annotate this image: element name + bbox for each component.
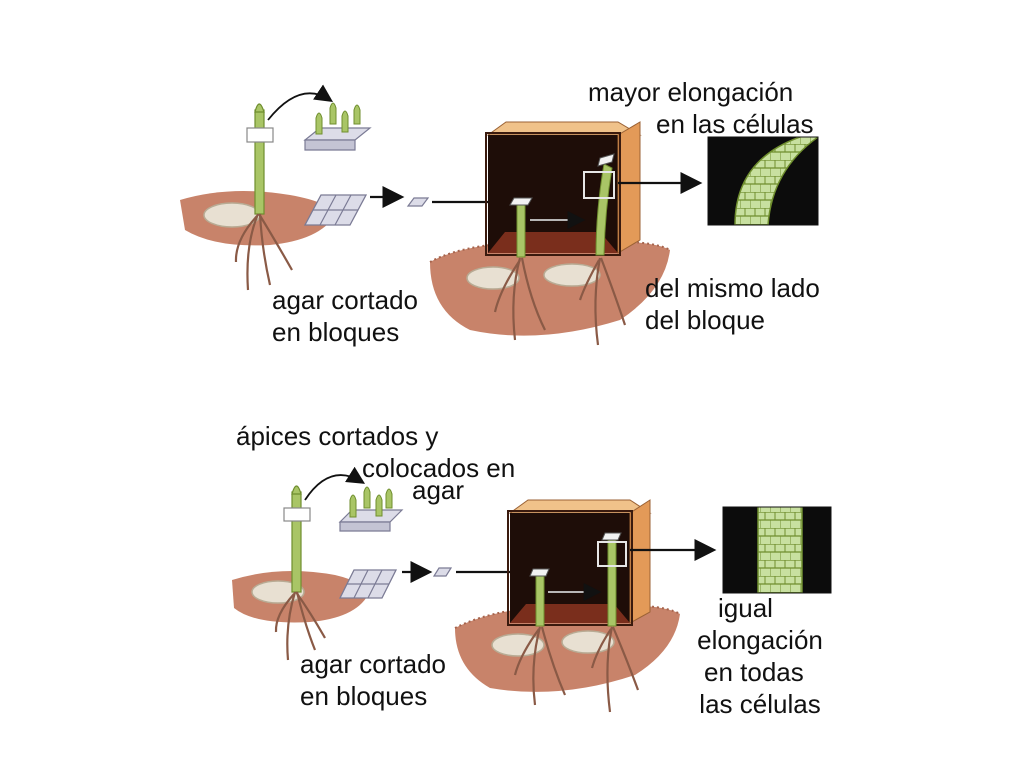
label-line: en las células — [656, 109, 814, 139]
zoom-box — [597, 541, 627, 567]
seedling-bent — [595, 163, 613, 256]
label-same-side: del mismo lado del bloque — [645, 272, 820, 336]
cut-marker — [246, 127, 274, 143]
label-line: mayor elongación — [588, 77, 794, 107]
label-line: en todas — [704, 657, 804, 687]
roots — [234, 213, 293, 291]
label-line: del bloque — [645, 305, 765, 335]
box-soil — [430, 241, 670, 336]
seedling-straight — [516, 204, 526, 258]
label-line: elongación — [697, 625, 823, 655]
coleoptile-tip — [254, 103, 265, 113]
top-source-seedling — [180, 84, 335, 291]
bottom-panel — [232, 466, 832, 713]
agar-tray-with-tips — [303, 102, 372, 151]
dark-box-top — [429, 121, 703, 346]
single-agar-block — [432, 567, 453, 577]
dark-box-bottom — [454, 499, 717, 713]
label-line: ápices cortados y — [236, 421, 439, 451]
zoom-box — [583, 171, 615, 199]
transfer-arrow — [267, 84, 333, 121]
top-panel — [180, 84, 819, 346]
coleoptile-stem — [254, 109, 265, 215]
label-line: colocados en — [362, 453, 516, 483]
box-side-face — [629, 499, 651, 624]
label-line: en bloques — [300, 681, 428, 711]
label-line: agar cortado — [300, 649, 446, 679]
label-line: agar cortado — [272, 285, 418, 315]
label-line: agar — [412, 475, 465, 505]
bottom-source-seedling — [232, 466, 368, 661]
label-cut-agar-top: agar cortado en bloques — [272, 284, 418, 348]
label-greater-elongation: mayor elongación en las células — [588, 76, 814, 140]
seedling-straight-a — [535, 575, 545, 627]
agar-block-grid — [303, 194, 368, 226]
label-cut-agar-bottom: agar cortado en bloques — [300, 648, 446, 712]
label-line: del mismo lado — [645, 273, 820, 303]
label-line: en bloques — [272, 317, 400, 347]
box-side-face — [617, 121, 641, 254]
zoom-cells-curved — [707, 136, 819, 226]
zoom-cells-straight — [722, 506, 832, 594]
label-line: igual — [718, 593, 773, 623]
agar-block-grid — [338, 569, 398, 599]
transfer-arrow — [304, 466, 366, 501]
agar-tray-with-tips — [338, 486, 404, 532]
label-equal-elongation: igual elongación en todas las células — [690, 592, 830, 720]
label-tips-cut: ápices cortados y colocados en agar — [236, 420, 515, 506]
single-agar-block — [406, 197, 430, 207]
seedling-straight-b — [607, 539, 617, 627]
label-line: las células — [699, 689, 821, 719]
